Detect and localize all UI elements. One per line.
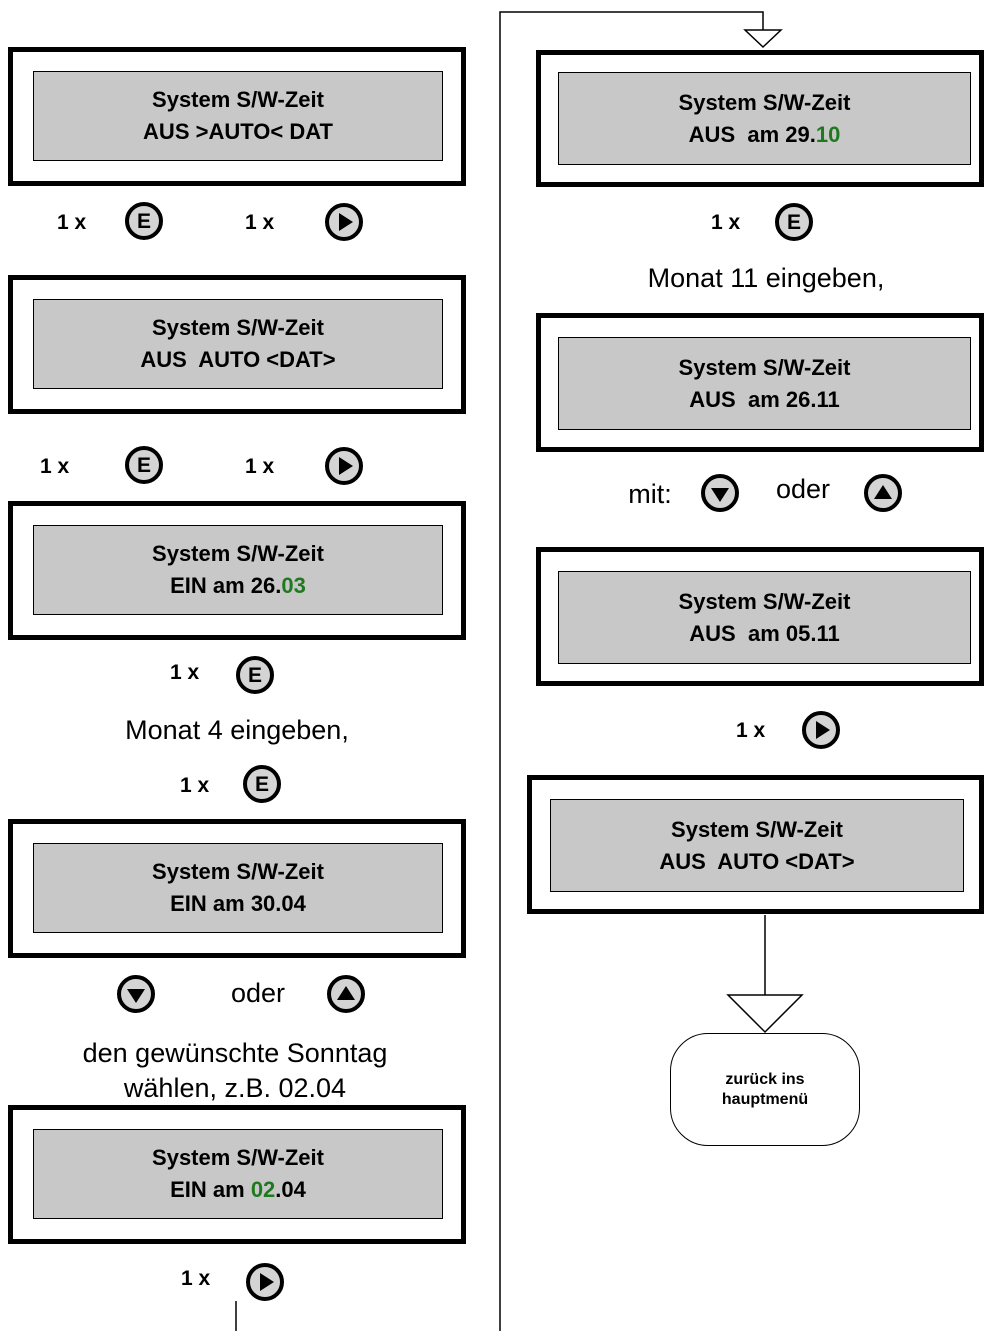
- lcd-text: AUS am 29.: [688, 121, 816, 147]
- lcd-line1: System S/W-Zeit: [152, 87, 324, 112]
- press-count-label: 1 x: [245, 455, 275, 478]
- mit-text: mit:: [628, 479, 672, 509]
- up-arrow-key-icon: [874, 484, 892, 499]
- terminal-line2: hauptmenü: [721, 1090, 809, 1108]
- lcd-line2: AUS AUTO <DAT>: [140, 347, 336, 372]
- down-arrow-key-button[interactable]: [701, 474, 739, 512]
- lcd-screen: System S/W-Zeit AUS AUTO <DAT>: [550, 799, 964, 892]
- lcd-screen: System S/W-Zeit AUS am 05.11: [558, 571, 971, 664]
- press-count-label: 1 x: [181, 1267, 211, 1290]
- e-key-button[interactable]: E: [243, 765, 281, 803]
- lcd-line1: System S/W-Zeit: [678, 354, 851, 380]
- lcd-screen: System S/W-Zeit AUS >AUTO< DAT: [33, 71, 443, 161]
- right-arrow-key-button[interactable]: [802, 711, 840, 749]
- press-count-label: 1 x: [736, 719, 766, 742]
- press-count-label: 1 x: [245, 211, 275, 234]
- down-arrow-key-icon: [711, 487, 729, 502]
- instruction-text: den gewünschte Sonntag: [82, 1038, 388, 1068]
- display-panel: System S/W-Zeit AUS AUTO <DAT>: [527, 775, 984, 914]
- editable-field: 02: [250, 1177, 276, 1202]
- right-arrow-key-button[interactable]: [325, 447, 363, 485]
- lcd-line2: AUS am 05.11: [689, 620, 840, 646]
- lcd-screen: System S/W-Zeit EIN am 30.04: [33, 843, 443, 933]
- instruction-text: Monat 4 eingeben,: [125, 715, 349, 745]
- lcd-line1: System S/W-Zeit: [152, 859, 324, 884]
- up-arrow-key-button[interactable]: [864, 474, 902, 512]
- press-count-label: 1 x: [180, 774, 210, 797]
- e-key-icon: E: [136, 209, 151, 233]
- display-panel: System S/W-Zeit EIN am 30.04: [8, 819, 466, 958]
- lcd-line1: System S/W-Zeit: [678, 89, 851, 115]
- lcd-line2: EIN am 30.04: [170, 891, 306, 916]
- right-arrow-key-button[interactable]: [325, 203, 363, 241]
- e-key-icon: E: [136, 453, 151, 477]
- e-key-icon: E: [786, 210, 801, 234]
- lcd-screen: System S/W-Zeit AUS am 26.11: [558, 337, 971, 430]
- right-arrow-key-icon: [260, 1273, 274, 1291]
- lcd-line1: System S/W-Zeit: [152, 541, 324, 566]
- editable-field: 03: [281, 573, 306, 598]
- right-arrow-key-button[interactable]: [246, 1263, 284, 1301]
- display-panel: System S/W-Zeit AUS am 29.10: [536, 50, 984, 187]
- lcd-line2: AUS >AUTO< DAT: [143, 119, 333, 144]
- e-key-icon: E: [247, 663, 262, 687]
- press-count-label: 1 x: [170, 661, 200, 684]
- instruction-text: wählen, z.B. 02.04: [123, 1073, 347, 1103]
- down-arrow-key-icon: [127, 988, 145, 1003]
- right-arrow-key-icon: [339, 457, 353, 475]
- lcd-line1: System S/W-Zeit: [678, 588, 851, 614]
- display-panel: System S/W-Zeit EIN am 02.04: [8, 1105, 466, 1244]
- lcd-line1: System S/W-Zeit: [671, 816, 843, 842]
- lcd-line1: System S/W-Zeit: [152, 1145, 324, 1170]
- lcd-line1: System S/W-Zeit: [152, 315, 324, 340]
- down-arrow-key-button[interactable]: [117, 975, 155, 1013]
- oder-text: oder: [775, 474, 831, 504]
- display-panel: System S/W-Zeit AUS AUTO <DAT>: [8, 275, 466, 414]
- lcd-screen: System S/W-Zeit EIN am 26.03: [33, 525, 443, 615]
- oder-text: oder: [230, 978, 286, 1008]
- lcd-text: .04: [275, 1177, 306, 1202]
- lcd-screen: System S/W-Zeit EIN am 02.04: [33, 1129, 443, 1219]
- up-arrow-key-button[interactable]: [327, 975, 365, 1013]
- instruction-text: Monat 11 eingeben,: [647, 263, 885, 293]
- editable-field: 10: [815, 121, 841, 147]
- press-count-label: 1 x: [57, 211, 87, 234]
- lcd-line2: AUS am 29.10: [689, 119, 841, 151]
- press-count-label: 1 x: [711, 211, 741, 234]
- back-to-main-menu-terminal: zurück ins hauptmenü: [670, 1033, 860, 1146]
- press-count-label: 1 x: [40, 455, 70, 478]
- e-key-button[interactable]: E: [125, 202, 163, 240]
- lcd-line2: AUS AUTO <DAT>: [659, 848, 855, 874]
- e-key-button[interactable]: E: [775, 203, 813, 241]
- lcd-screen: System S/W-Zeit AUS am 29.10: [558, 72, 971, 165]
- e-key-button[interactable]: E: [125, 446, 163, 484]
- lcd-text: EIN am 26.: [170, 573, 282, 598]
- display-panel: System S/W-Zeit AUS >AUTO< DAT: [8, 47, 466, 186]
- right-arrow-key-icon: [816, 721, 830, 739]
- lcd-line2: EIN am 02.04: [170, 1174, 306, 1206]
- lcd-text: EIN am: [170, 1177, 251, 1202]
- lcd-screen: System S/W-Zeit AUS AUTO <DAT>: [33, 299, 443, 389]
- e-key-button[interactable]: E: [236, 656, 274, 694]
- right-arrow-key-icon: [339, 213, 353, 231]
- display-panel: System S/W-Zeit AUS am 26.11: [536, 313, 984, 452]
- terminal-line1: zurück ins: [725, 1070, 805, 1088]
- e-key-icon: E: [254, 772, 269, 796]
- display-panel: System S/W-Zeit EIN am 26.03: [8, 501, 466, 640]
- lcd-line2: EIN am 26.03: [170, 570, 306, 602]
- lcd-line2: AUS am 26.11: [689, 386, 840, 412]
- display-panel: System S/W-Zeit AUS am 05.11: [536, 547, 984, 686]
- up-arrow-key-icon: [337, 985, 355, 1000]
